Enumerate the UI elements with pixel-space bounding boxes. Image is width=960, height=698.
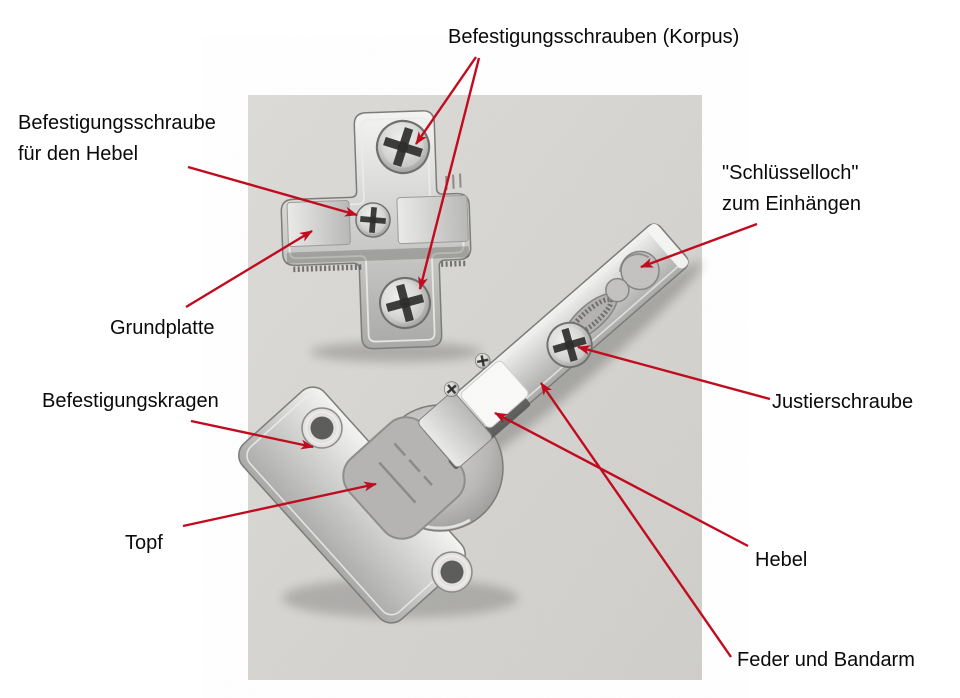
label-befestigungskragen: Befestigungskragen	[42, 390, 219, 412]
label-hebel: Hebel	[755, 549, 808, 571]
arrow-feder-bandarm	[540, 382, 732, 658]
label-line: Befestigungsschraube	[18, 112, 216, 134]
arrows-layer	[182, 56, 771, 658]
label-befestigungsschraube-hebel: Befestigungsschraube für den Hebel	[18, 108, 216, 170]
label-feder-und-bandarm: Feder und Bandarm	[737, 649, 915, 671]
label-line: für den Hebel	[18, 143, 139, 165]
arrow-justierschraube	[577, 345, 771, 401]
arrow-hebel	[494, 411, 749, 548]
arrow-befestigungskragen	[190, 419, 314, 450]
label-justierschraube: Justierschraube	[772, 391, 914, 413]
photo-grain	[248, 95, 702, 680]
arrow-korpus-screw-bottom	[418, 57, 481, 290]
label-topf: Topf	[125, 532, 163, 554]
label-befestigungsschrauben-korpus: Befestigungsschrauben (Korpus)	[448, 26, 740, 48]
label-line: "Schlüsselloch"	[722, 162, 859, 184]
label-grundplatte: Grundplatte	[110, 317, 215, 339]
arrow-topf	[182, 481, 377, 528]
label-line: zum Einhängen	[722, 193, 861, 215]
arrow-schluesselloch	[640, 222, 758, 269]
label-schluesselloch: "Schlüsselloch" zum Einhängen	[722, 158, 861, 220]
arrow-korpus-screw-top	[415, 56, 477, 145]
arrow-hebel-screw	[187, 165, 358, 217]
arrow-grundplatte	[185, 229, 313, 309]
